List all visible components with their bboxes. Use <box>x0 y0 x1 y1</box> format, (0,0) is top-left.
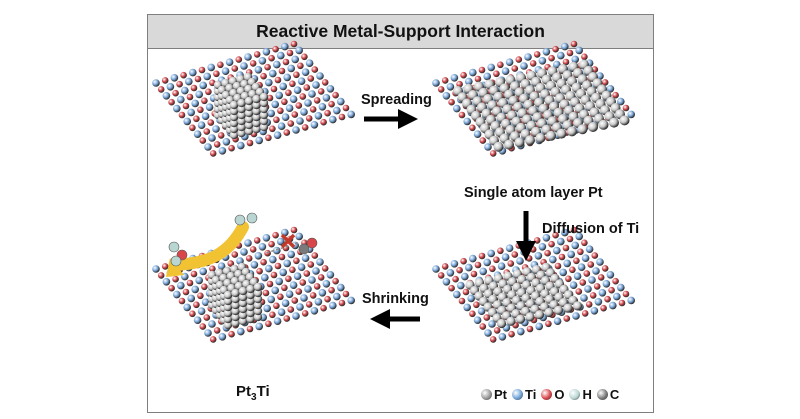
legend-swatch <box>541 389 553 400</box>
pt-nanoparticle <box>213 72 269 140</box>
legend-label: C <box>609 387 620 402</box>
state-alloy-label: Pt3Ti <box>236 383 270 403</box>
adsorbate-molecule-atom <box>234 214 246 226</box>
step-shrinking-label: Shrinking <box>362 291 429 307</box>
state-single-atom-layer-label: Single atom layer Pt <box>464 185 603 201</box>
adsorbate-molecule-atom <box>306 237 318 249</box>
title-bar: Reactive Metal-Support Interaction <box>148 15 653 49</box>
step-diffusion-label: Diffusion of Ti <box>542 221 640 237</box>
legend-item: C <box>596 387 620 402</box>
legend-label: H <box>582 387 592 402</box>
adsorbate-molecule-atom <box>298 243 310 255</box>
step-spreading-label: Spreading <box>361 92 432 108</box>
legend-swatch <box>569 389 581 400</box>
diagram-artwork <box>152 40 635 343</box>
pt-single-atom-layer <box>453 59 630 152</box>
diagram-title: Reactive Metal-Support Interaction <box>256 21 545 41</box>
legend: Pt Ti O H C <box>481 387 624 402</box>
adsorbate-flow-arrow <box>170 221 249 271</box>
adsorbate-molecule-atom <box>246 212 258 224</box>
diagram-frame: Reactive Metal-Support Interaction Sprea… <box>147 14 654 413</box>
legend-label: Ti <box>525 387 537 402</box>
legend-item: Pt <box>481 387 507 402</box>
pt3ti-particle <box>207 262 263 330</box>
adsorbate-molecule-atom <box>170 255 182 267</box>
legend-label: O <box>554 387 565 402</box>
adsorbate-molecule-atom <box>168 241 180 253</box>
legend-item: O <box>541 387 564 402</box>
legend-item: H <box>569 387 592 402</box>
legend-swatch <box>512 389 523 400</box>
block-cross-mark <box>280 233 296 249</box>
pt-ti-mixed-layer <box>465 262 583 329</box>
legend-item: Ti <box>512 387 536 402</box>
legend-swatch <box>481 389 492 400</box>
legend-label: Pt <box>494 387 507 402</box>
adsorbate-flow-arrowhead <box>166 258 184 277</box>
legend-swatch <box>596 389 608 400</box>
